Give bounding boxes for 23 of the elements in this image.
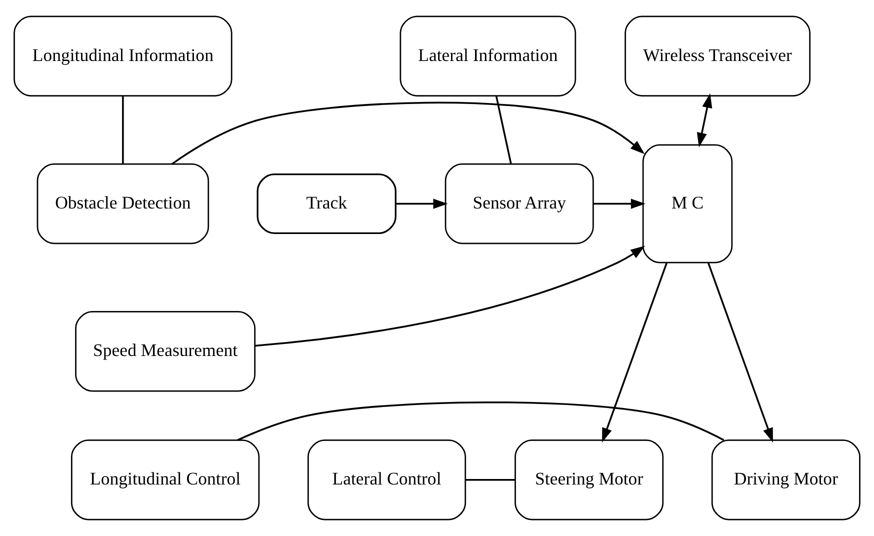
arrow [602, 262, 668, 442]
node-box: Track [256, 174, 396, 234]
arrow [708, 262, 773, 442]
node-box: Speed Measurement [75, 311, 256, 392]
node-box: Driving Motor [711, 440, 860, 520]
connector [495, 96, 512, 164]
node-box: Lateral Control [307, 440, 466, 520]
connector [465, 479, 516, 481]
node-box: M C [642, 144, 733, 264]
connector [122, 96, 124, 164]
node-box: Wireless Transceiver [624, 16, 811, 96]
arrow [696, 93, 712, 148]
arrow [171, 102, 645, 165]
node-box: Longitudinal Control [70, 440, 260, 520]
node-box: Steering Motor [514, 440, 664, 520]
node-box: Lateral Information [400, 16, 576, 96]
arrow [255, 246, 646, 347]
connector [237, 401, 724, 441]
arrow [594, 198, 646, 209]
node-box: Longitudinal Information [14, 16, 232, 96]
arrow [396, 198, 448, 209]
node-box: Sensor Array [444, 163, 594, 244]
node-box: Obstacle Detection [36, 163, 210, 244]
